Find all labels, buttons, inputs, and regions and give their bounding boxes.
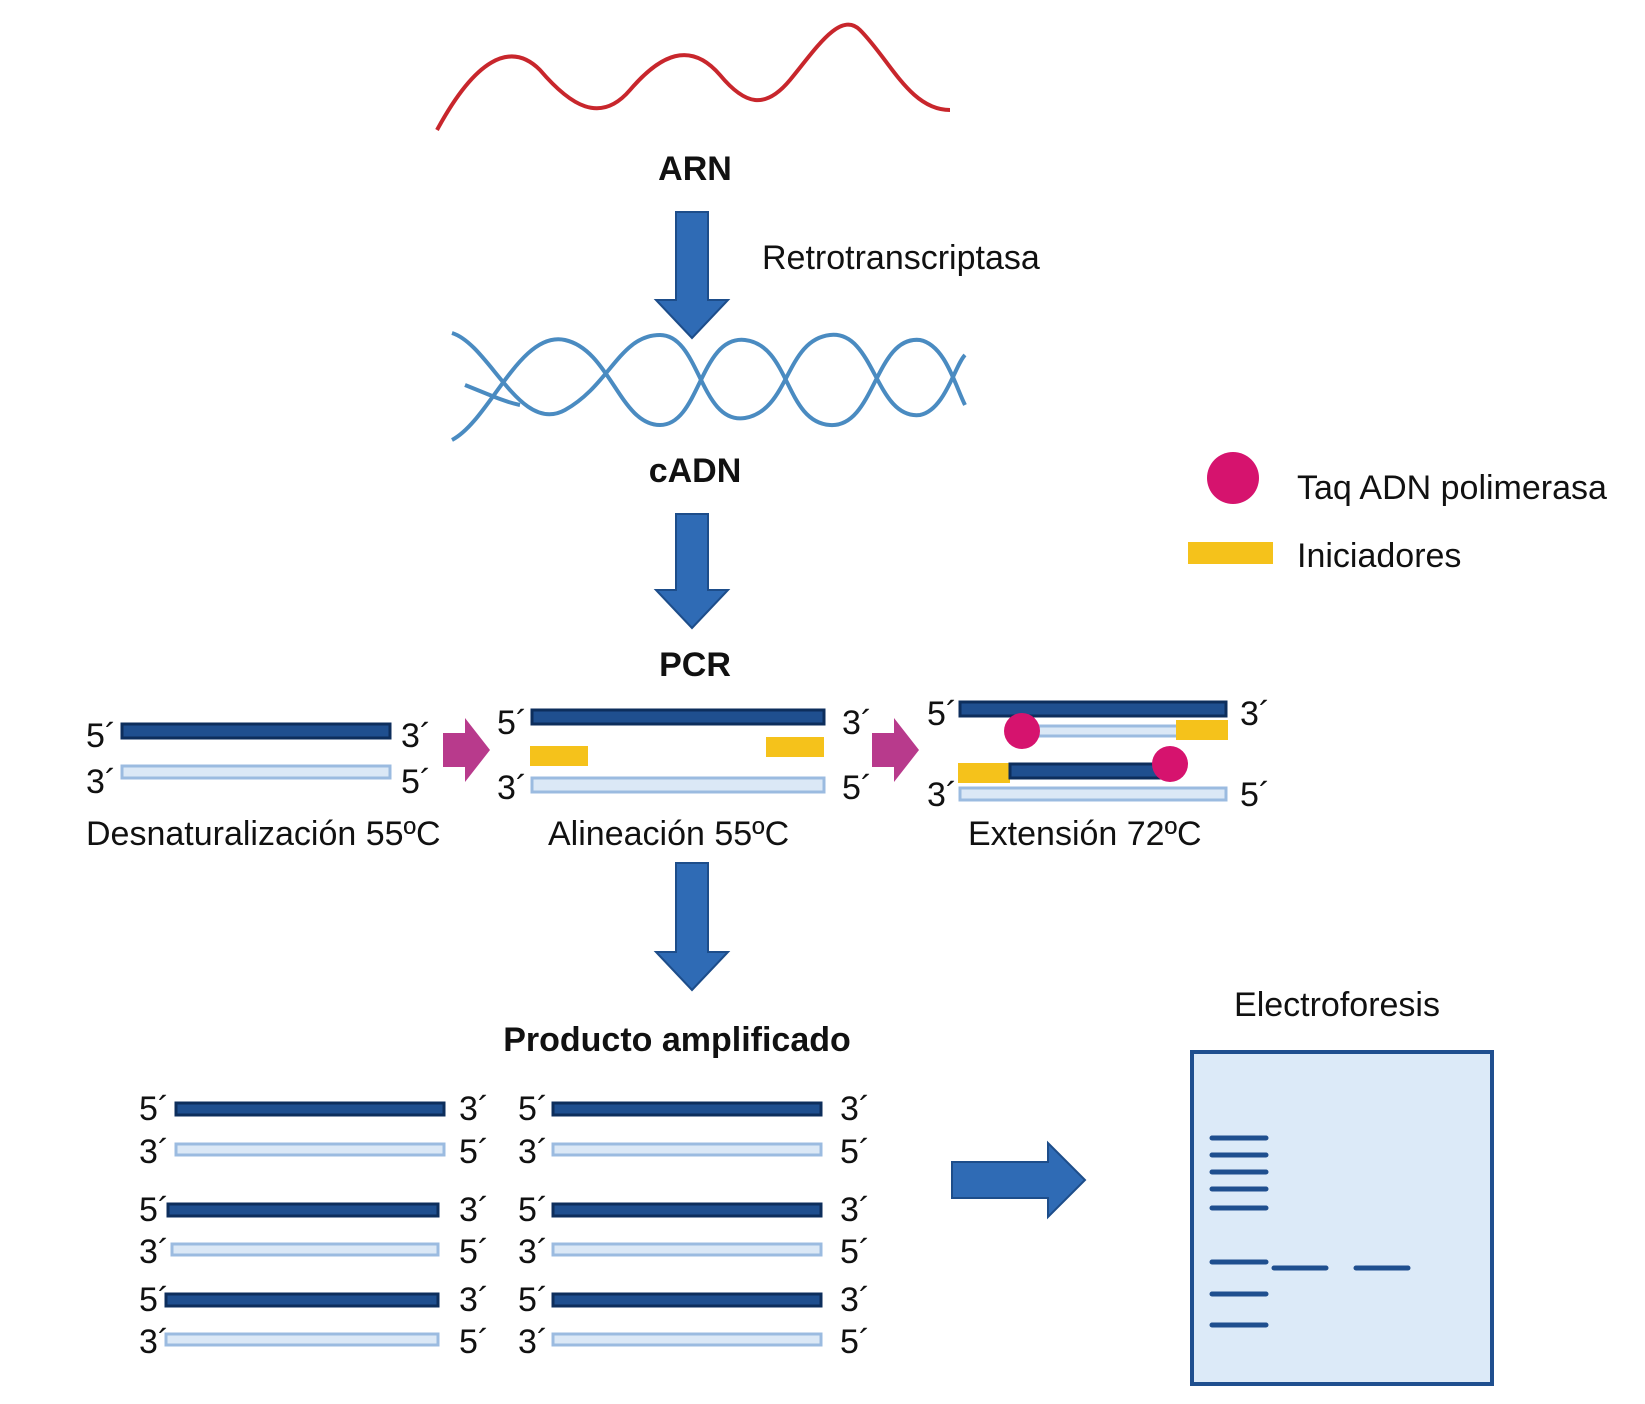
pcr-label: PCR: [659, 646, 731, 684]
arrow-down-3: [653, 862, 731, 992]
strand-dark: [1008, 762, 1172, 780]
strand-light: [164, 1332, 440, 1347]
polymerase-legend-label: Taq ADN polimerasa: [1297, 469, 1607, 507]
end-label: 3´: [518, 1323, 548, 1361]
primer: [766, 737, 824, 757]
strand-dark: [551, 1101, 823, 1117]
end-label: 3´: [139, 1233, 169, 1271]
strand-light: [170, 1242, 440, 1257]
end-label: 5´: [459, 1233, 489, 1271]
step-arrow-2: [872, 718, 919, 782]
product-label: Producto amplificado: [503, 1021, 851, 1059]
end-label: 5´: [842, 769, 872, 807]
end-label: 3´: [840, 1090, 870, 1128]
end-label: 5´: [139, 1090, 169, 1128]
end-label: 3´: [840, 1281, 870, 1319]
end-label: 3´: [459, 1281, 489, 1319]
primer: [958, 763, 1010, 783]
strand-light: [551, 1142, 823, 1157]
denaturation-label: Desnaturalización 55ºC: [86, 815, 441, 853]
end-label: 3´: [518, 1133, 548, 1171]
strand-light: [1020, 724, 1180, 738]
strand-dark: [166, 1202, 440, 1218]
end-label: 5´: [840, 1233, 870, 1271]
primer: [1176, 720, 1228, 740]
end-label: 5´: [840, 1323, 870, 1361]
cadn-label: cADN: [649, 452, 742, 490]
retrotranscriptasa-label: Retrotranscriptasa: [762, 239, 1040, 277]
strand-dark: [120, 722, 392, 740]
end-label: 5´: [927, 695, 957, 733]
step-denaturation: 5´ 3´ 3´ 5´ Desnaturalización 55ºC: [86, 717, 441, 853]
strand-light: [958, 786, 1228, 802]
end-label: 3´: [840, 1191, 870, 1229]
end-label: 5´: [459, 1323, 489, 1361]
arrow-down-2: [653, 513, 731, 630]
strand-dark: [530, 708, 826, 726]
strand-dark: [551, 1292, 823, 1308]
primer-legend-label: Iniciadores: [1297, 537, 1461, 575]
primer-legend-icon: [1188, 542, 1273, 564]
step-arrow-1: [443, 718, 490, 782]
end-label: 3´: [459, 1191, 489, 1229]
primer: [530, 746, 588, 766]
end-label: 3´: [1240, 695, 1270, 733]
arrow-down-1: [653, 211, 731, 340]
end-label: 3´: [459, 1090, 489, 1128]
gel-box: [1190, 1050, 1494, 1386]
step-extension: 5´ 3´ 3´ 5´ Extensión 72ºC: [927, 695, 1270, 853]
gel-bands: [1209, 1135, 1411, 1328]
electroforesis-label: Electroforesis: [1234, 986, 1440, 1024]
end-label: 5´: [459, 1133, 489, 1171]
arrow-right: [951, 1140, 1087, 1220]
end-label: 3´: [497, 769, 527, 807]
strand-light: [551, 1242, 823, 1257]
strand-dark: [174, 1101, 446, 1117]
end-label: 3´: [518, 1233, 548, 1271]
strand-light: [530, 776, 826, 794]
end-label: 3´: [139, 1323, 169, 1361]
end-label: 3´: [401, 717, 431, 755]
alignment-label: Alineación 55ºC: [548, 815, 789, 853]
strand-dark: [164, 1292, 440, 1308]
end-label: 5´: [401, 763, 431, 801]
extension-label: Extensión 72ºC: [968, 815, 1202, 853]
strand-light: [120, 764, 392, 780]
strand-light: [174, 1142, 446, 1157]
rna-strand: [435, 22, 951, 131]
polymerase-legend-icon: [1207, 452, 1259, 504]
end-label: 5´: [139, 1191, 169, 1229]
amplified-products: 5´ 3´ 5´ 3´ 5´ 3´ 3´ 5´ 3´ 5´ 3´ 5´ 5´ 3…: [139, 1090, 870, 1361]
end-label: 5´: [497, 704, 527, 742]
strand-dark: [551, 1202, 823, 1218]
end-label: 5´: [139, 1281, 169, 1319]
arn-label: ARN: [658, 150, 732, 188]
strand-light: [551, 1332, 823, 1347]
step-alignment: 5´ 3´ 3´ 5´ Alineación 55ºC: [497, 704, 872, 853]
cdna-helix: [451, 331, 967, 442]
end-label: 3´: [842, 704, 872, 742]
polymerase: [1152, 746, 1188, 782]
end-label: 5´: [518, 1191, 548, 1229]
end-label: 5´: [518, 1090, 548, 1128]
end-label: 5´: [840, 1133, 870, 1171]
strand-dark: [958, 700, 1228, 718]
end-label: 5´: [518, 1281, 548, 1319]
end-label: 5´: [1240, 776, 1270, 814]
end-label: 3´: [927, 776, 957, 814]
end-label: 5´: [86, 717, 116, 755]
end-label: 3´: [139, 1133, 169, 1171]
end-label: 3´: [86, 763, 116, 801]
polymerase: [1004, 713, 1040, 749]
